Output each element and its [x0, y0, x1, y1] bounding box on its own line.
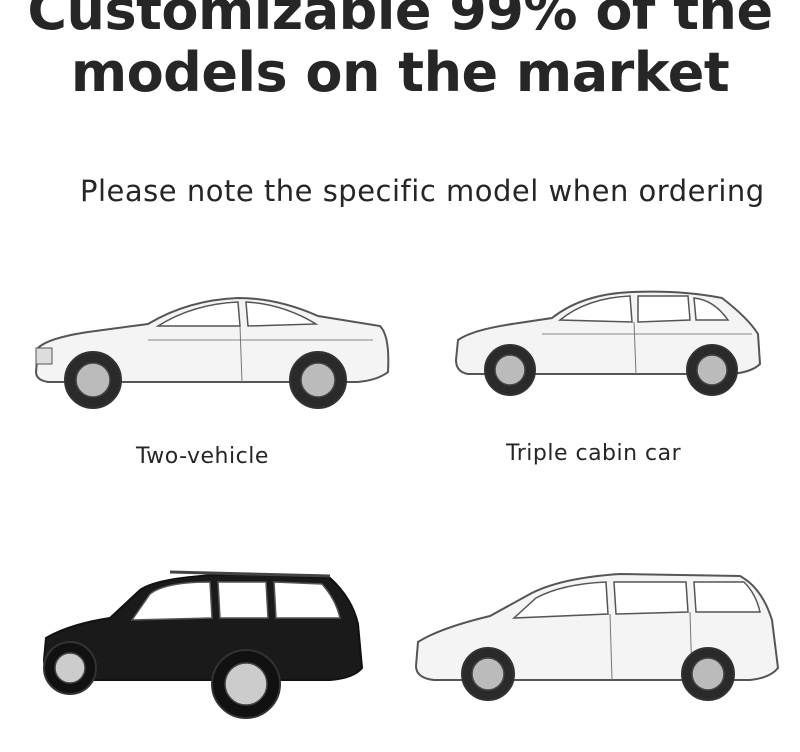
headline: Customizable 99% of the models on the ma… — [0, 0, 800, 104]
hatchback-sketch-icon — [452, 288, 764, 400]
headline-line-2: models on the market — [70, 41, 730, 104]
car-label-two-vehicle: Two-vehicle — [136, 444, 269, 469]
headline-line-1: Customizable 99% of the — [27, 0, 773, 42]
minivan-sketch-icon — [410, 568, 782, 708]
ordering-note: Please note the specific model when orde… — [80, 174, 765, 208]
sedan-sketch-icon — [28, 290, 393, 415]
car-label-triple-cabin: Triple cabin car — [506, 441, 682, 466]
suv-sketch-icon — [40, 568, 365, 728]
